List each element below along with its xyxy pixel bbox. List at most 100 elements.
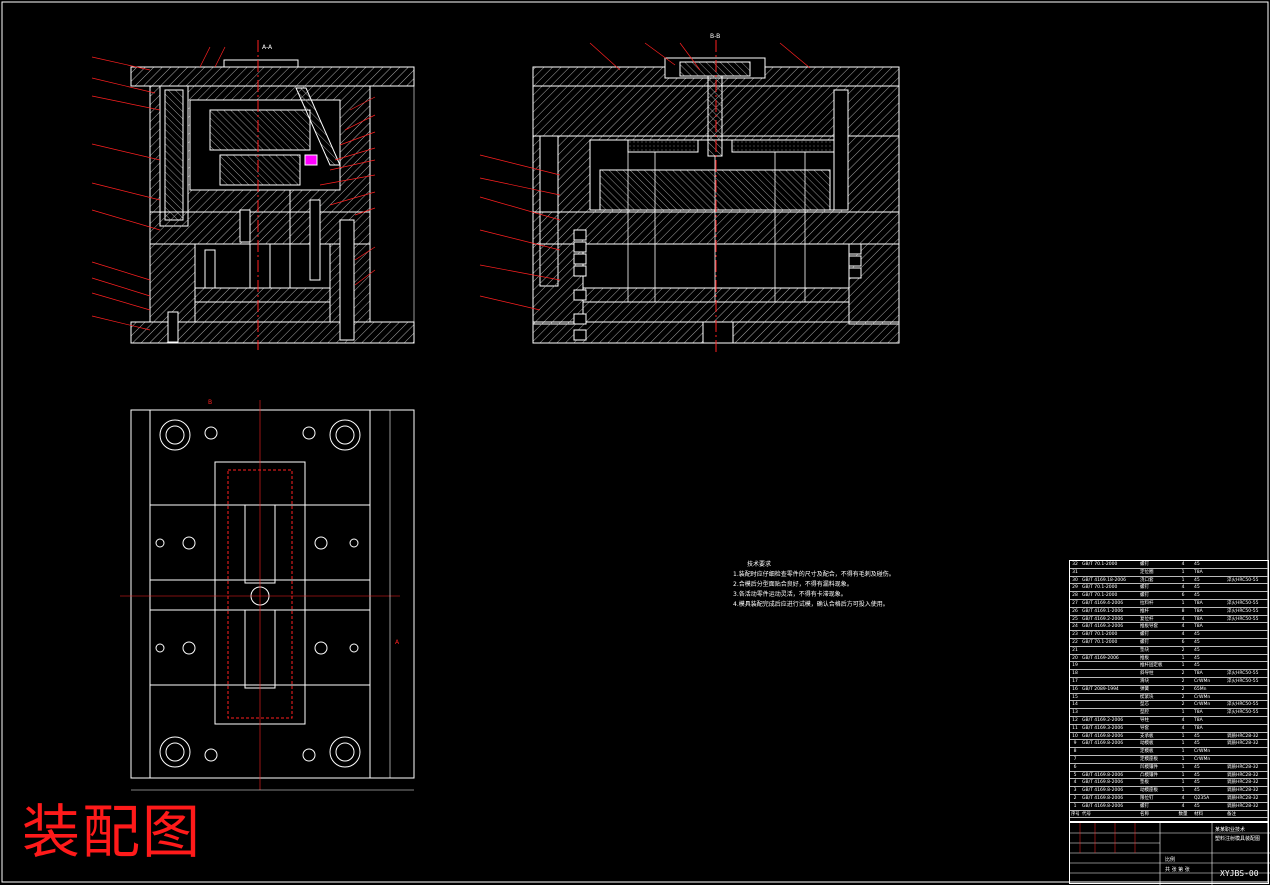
bom-cell <box>1227 748 1267 755</box>
bom-cell: 1 <box>1181 710 1185 716</box>
bom-cell: 22 <box>1072 640 1078 645</box>
bom-cell: 螺钉 <box>1140 640 1149 645</box>
bom-cell <box>1227 623 1267 630</box>
bom-cell: 淬火HRC50-55 <box>1227 702 1259 708</box>
bom-cell <box>1082 670 1137 677</box>
plan-mark-a: A <box>395 639 400 646</box>
section-view-a <box>91 40 415 350</box>
bom-cell: 45 <box>1194 632 1200 638</box>
bom-cell: 4 <box>1181 624 1185 630</box>
bom-cell: 2 <box>1181 671 1185 677</box>
bom-cell: T8A <box>1194 671 1203 677</box>
bom-cell: 10 <box>1072 733 1078 739</box>
bom-cell: 1 <box>1181 733 1185 739</box>
bom-cell <box>1227 592 1267 599</box>
bom-cell: 调质HRC28-32 <box>1227 741 1259 747</box>
bom-cell: 15 <box>1072 694 1078 700</box>
bom-cell <box>1227 694 1267 701</box>
bom-cell: GB/T 4169.1-2006 <box>1082 608 1124 614</box>
bom-cell <box>1227 756 1267 763</box>
bom-cell: 调质HRC28-32 <box>1227 803 1259 809</box>
bom-cell: 8 <box>1073 749 1077 755</box>
bom-cell: T8A <box>1194 616 1203 622</box>
bom-cell: 65Mn <box>1194 686 1207 692</box>
plan-mark-b: B <box>208 399 212 406</box>
bom-cell: 32 <box>1072 562 1078 567</box>
bom-cell: T8A <box>1194 608 1203 614</box>
bom-header-row: 序号代号名称数量材料备注 <box>1070 811 1268 819</box>
bom-cell: 21 <box>1072 647 1078 653</box>
bom-cell: 1 <box>1181 788 1185 794</box>
bom-cell: GB/T 70.1-2000 <box>1082 632 1118 638</box>
bom-cell: 楔紧块 <box>1140 694 1154 700</box>
bom-cell: 4 <box>1181 725 1185 731</box>
bom-cell <box>1082 701 1137 708</box>
bom-cell: 1 <box>1181 749 1185 755</box>
drawing-name: 塑料注射模具装配图 <box>1215 836 1261 842</box>
bom-cell: 支承板 <box>1140 733 1154 739</box>
bom-cell: 28 <box>1072 593 1078 599</box>
technical-requirements-title: 技术要求 <box>747 561 772 568</box>
bom-cell: 代号 <box>1082 811 1091 817</box>
bom-cell <box>1082 694 1137 701</box>
view-b-label: B-B <box>710 33 720 40</box>
bom-cell: 垫块 <box>1140 647 1149 653</box>
bom-cell: 30 <box>1072 577 1078 583</box>
bom-cell: 4 <box>1181 585 1185 591</box>
bom-cell: 型芯 <box>1140 702 1149 708</box>
bom-cell: GB/T 4169.8-2006 <box>1082 772 1124 778</box>
bom-cell: 淬火HRC50-55 <box>1227 679 1259 684</box>
bom-cell: 4 <box>1181 796 1185 801</box>
bom-cell: 6 <box>1073 764 1077 770</box>
bom-cell: 调质HRC28-32 <box>1227 772 1259 778</box>
bom-cell <box>1082 678 1137 685</box>
bom-cell: 1 <box>1181 757 1185 762</box>
bom-cell: 20 <box>1072 655 1078 661</box>
bom-cell: 2 <box>1181 686 1185 692</box>
bom-cell: GB/T 4169.8-2006 <box>1082 733 1124 739</box>
bom-cell: 45 <box>1194 655 1200 661</box>
bom-cell: 11 <box>1072 725 1078 731</box>
bom-cell: CrWMn <box>1194 757 1211 762</box>
bom-cell: T8A <box>1194 569 1203 575</box>
bom-cell: GB/T 4169.3-2006 <box>1082 624 1124 630</box>
bom-cell: 定模座板 <box>1140 757 1158 762</box>
bom-cell: GB/T 4169.8-2006 <box>1082 788 1124 794</box>
bom-cell: 限位钉 <box>1140 796 1154 801</box>
bom-cell: 淬火HRC50-55 <box>1227 577 1259 583</box>
bom-cell: GB/T 2089-1994 <box>1082 686 1119 692</box>
bom-cell <box>1227 725 1267 732</box>
bom-cell: 导柱 <box>1140 718 1149 723</box>
bom-cell: 定模板 <box>1140 749 1154 755</box>
bom-cell: 4 <box>1181 803 1185 809</box>
bom-cell: 1 <box>1181 601 1185 606</box>
bom-cell: 27 <box>1072 601 1078 606</box>
bom-cell: CrWMn <box>1194 749 1211 755</box>
bom-cell: CrWMn <box>1194 679 1211 684</box>
bom-cell: 2 <box>1181 647 1185 653</box>
bom-cell: 名称 <box>1140 811 1149 817</box>
bom-cell: T8A <box>1194 725 1203 731</box>
plan-view <box>120 400 415 791</box>
bom-cell: GB/T 4169.3-2006 <box>1082 725 1124 731</box>
bom-cell: 推杆 <box>1140 608 1149 614</box>
bom-cell: 调质HRC28-32 <box>1227 796 1259 801</box>
bom-cell <box>1227 639 1267 646</box>
